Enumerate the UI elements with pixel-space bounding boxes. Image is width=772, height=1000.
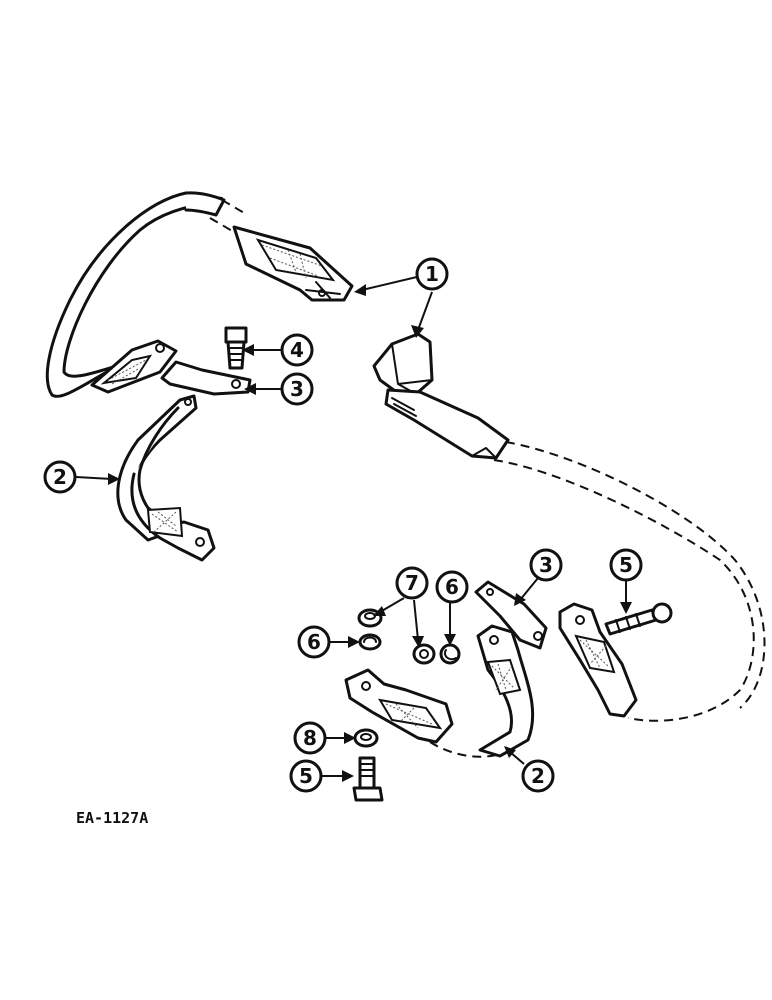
callout-6-left: 6 xyxy=(297,625,331,659)
bolt-4 xyxy=(224,326,248,370)
lockwasher-6-center xyxy=(439,643,461,665)
callout-label: 6 xyxy=(307,630,321,654)
callout-label: 5 xyxy=(619,553,633,577)
washer-8 xyxy=(353,728,379,748)
callout-3-lower: 3 xyxy=(529,548,563,582)
figure-reference: EA-1127A xyxy=(76,809,148,827)
callout-7: 7 xyxy=(395,566,429,600)
callout-label: 2 xyxy=(531,764,545,788)
callout-label: 3 xyxy=(539,553,553,577)
seat-belt-buckle xyxy=(372,332,510,460)
nut-7-center xyxy=(412,643,436,665)
leader-lines xyxy=(75,275,632,782)
callout-1: 1 xyxy=(415,257,449,291)
callout-4: 4 xyxy=(280,333,314,367)
callout-label: 7 xyxy=(405,571,419,595)
hidden-webbing-lower xyxy=(429,741,501,758)
callout-5-right: 5 xyxy=(609,548,643,582)
left-belt-strap xyxy=(45,191,354,398)
callout-8: 8 xyxy=(293,721,327,755)
hidden-webbing-right xyxy=(493,441,766,722)
callout-5-lower: 5 xyxy=(289,759,323,793)
bracket-3-lower xyxy=(474,580,548,650)
callout-6-center: 6 xyxy=(435,570,469,604)
bracket-3-upper xyxy=(160,360,252,396)
callout-3-upper: 3 xyxy=(280,372,314,406)
callout-label: 2 xyxy=(53,465,67,489)
callout-2-lower: 2 xyxy=(521,759,555,793)
callout-label: 1 xyxy=(425,262,439,286)
callout-label: 5 xyxy=(299,764,313,788)
bolt-5-lower xyxy=(352,756,384,802)
right-anchor-strap xyxy=(558,602,638,718)
short-strap-2-lower xyxy=(344,624,535,758)
callout-label: 3 xyxy=(290,377,304,401)
hidden-webbing-upper xyxy=(209,199,247,233)
callout-2-left: 2 xyxy=(43,460,77,494)
callout-label: 6 xyxy=(445,575,459,599)
callout-label: 4 xyxy=(290,338,304,362)
callout-label: 8 xyxy=(303,726,317,750)
bolt-5-right xyxy=(604,602,673,636)
lockwasher-6-left xyxy=(358,633,382,651)
short-strap-2-left xyxy=(116,394,216,562)
